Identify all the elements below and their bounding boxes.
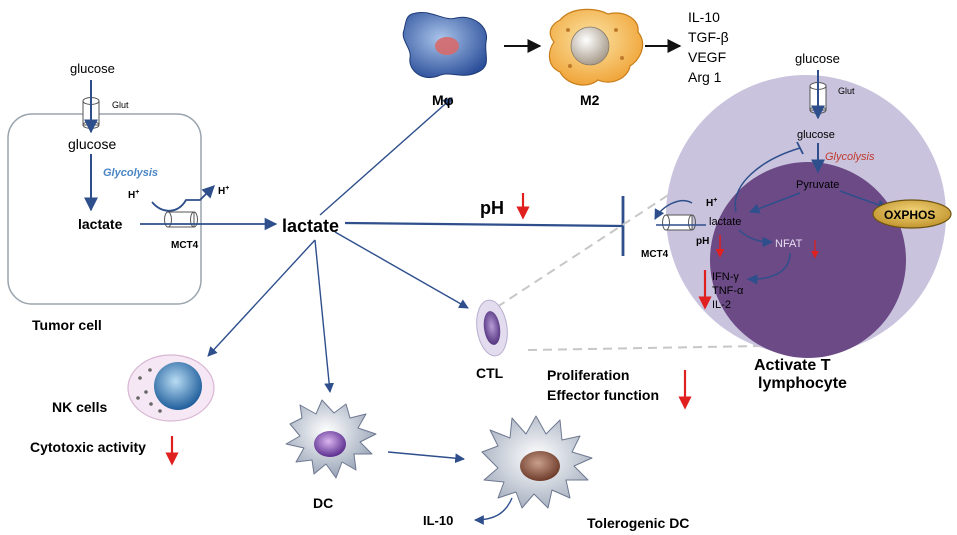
t-lactate: lactate (709, 216, 741, 228)
m2-secreted-1: TGF-β (688, 29, 729, 45)
arrow-to-dc (314, 239, 335, 393)
m2-secreted-2: VEGF (688, 49, 726, 65)
t-glucose-outside: glucose (795, 51, 840, 66)
m2-secreted-0: IL-10 (688, 9, 720, 25)
m2-label: M2 (580, 92, 600, 108)
t-ph-label: pH (696, 236, 709, 247)
tumor-mct4-label: MCT4 (171, 240, 199, 251)
nk-nucleus (154, 362, 202, 410)
central-lactate: lactate (282, 216, 339, 236)
t-mct4-label: MCT4 (641, 249, 669, 260)
m2-secreted-3: Arg 1 (688, 69, 722, 85)
tolerogenic-dc-secreted: IL-10 (423, 513, 453, 528)
t-cytokine-1: TNF-α (712, 285, 744, 297)
nfat-label: NFAT (775, 238, 803, 250)
t-cell-label-line1: Activate T (754, 357, 831, 374)
m2-nucleus (570, 26, 610, 66)
dc-nucleus (314, 431, 346, 457)
t-pyruvate-to-lactate-arrow (749, 192, 801, 214)
t-pyruvate: Pyruvate (796, 179, 839, 191)
t-cell-zoom: glucose Glut glucose Glycolysis Pyruvate… (496, 51, 952, 392)
tumor-glucose-outside: glucose (70, 61, 115, 76)
tumor-lactate: lactate (78, 216, 123, 232)
zoom-line-top (496, 189, 677, 308)
t-cytokine-2: IL-2 (712, 299, 731, 311)
arrow-to-macrophage (319, 97, 453, 216)
ctl-nucleus (483, 311, 501, 345)
ctl-effect-line1: Proliferation (547, 367, 629, 383)
lactate-to-t-cell-line (344, 221, 624, 228)
arrow-to-ctl (334, 231, 469, 309)
tolerogenic-dc-label: Tolerogenic DC (587, 515, 689, 531)
macrophage-group: Mφ M2 IL-10 TGF-β VEGF Arg 1 (402, 8, 729, 108)
oxphos-label: OXPHOS (884, 208, 935, 222)
t-cell-label-line2: lymphocyte (758, 375, 847, 392)
dc-to-tolerogenic-arrow (387, 451, 465, 464)
t-mct4-transporter (662, 214, 696, 231)
nfat-to-cytokines-arrow (746, 252, 791, 285)
oxphos-mitochondrion (872, 199, 952, 229)
tolerogenic-dc-nucleus (520, 451, 560, 481)
arrow-to-nk (207, 239, 316, 357)
tolerogenic-dc-secretion-arrow (474, 497, 513, 525)
tumor-cell-membrane (7, 113, 202, 305)
ctl-group: CTL Proliferation Effector function (476, 299, 692, 410)
ctl-effect-line2: Effector function (547, 387, 659, 403)
macrophage-label: Mφ (432, 92, 454, 108)
t-lactate-to-nfat-arrow (738, 229, 774, 248)
tumor-glut-label: Glut (112, 100, 129, 110)
nk-effect: Cytotoxic activity (30, 439, 146, 455)
tumor-cell: glucose Glut glucose Glycolysis lactate … (7, 61, 278, 333)
nk-group: NK cells Cytotoxic activity (30, 354, 215, 466)
t-lactate-feedback-line (734, 147, 801, 213)
t-cytokine-0: IFN-γ (712, 271, 739, 283)
t-feedback-inhibition-bar (796, 141, 804, 155)
t-cell-nucleus (710, 162, 906, 358)
t-glucose-inside: glucose (797, 129, 835, 141)
tumor-proton-arrow (151, 185, 215, 212)
nk-label: NK cells (52, 399, 107, 415)
tumor-glycolysis-label: Glycolysis (103, 167, 158, 179)
t-glycolysis-label: Glycolysis (825, 151, 875, 163)
t-pyruvate-to-oxphos-arrow (839, 190, 888, 210)
t-proton-arrow (654, 199, 693, 220)
zoom-line-bottom (527, 345, 764, 351)
t-proton: H+ (706, 197, 717, 209)
ph-label: pH (480, 198, 504, 218)
tumor-proton-inner: H+ (128, 189, 139, 201)
dc-group: DC Tolerogenic DC IL-10 (285, 399, 689, 531)
lactate-hub: lactate pH (207, 97, 625, 393)
tumor-cell-label: Tumor cell (32, 317, 102, 333)
t-glut-label: Glut (838, 86, 855, 96)
tumor-glucose-inside: glucose (68, 136, 116, 152)
ctl-label: CTL (476, 365, 504, 381)
macrophage-nucleus (435, 37, 459, 55)
dc-label: DC (313, 495, 333, 511)
tumor-proton-outer: H+ (218, 185, 229, 197)
